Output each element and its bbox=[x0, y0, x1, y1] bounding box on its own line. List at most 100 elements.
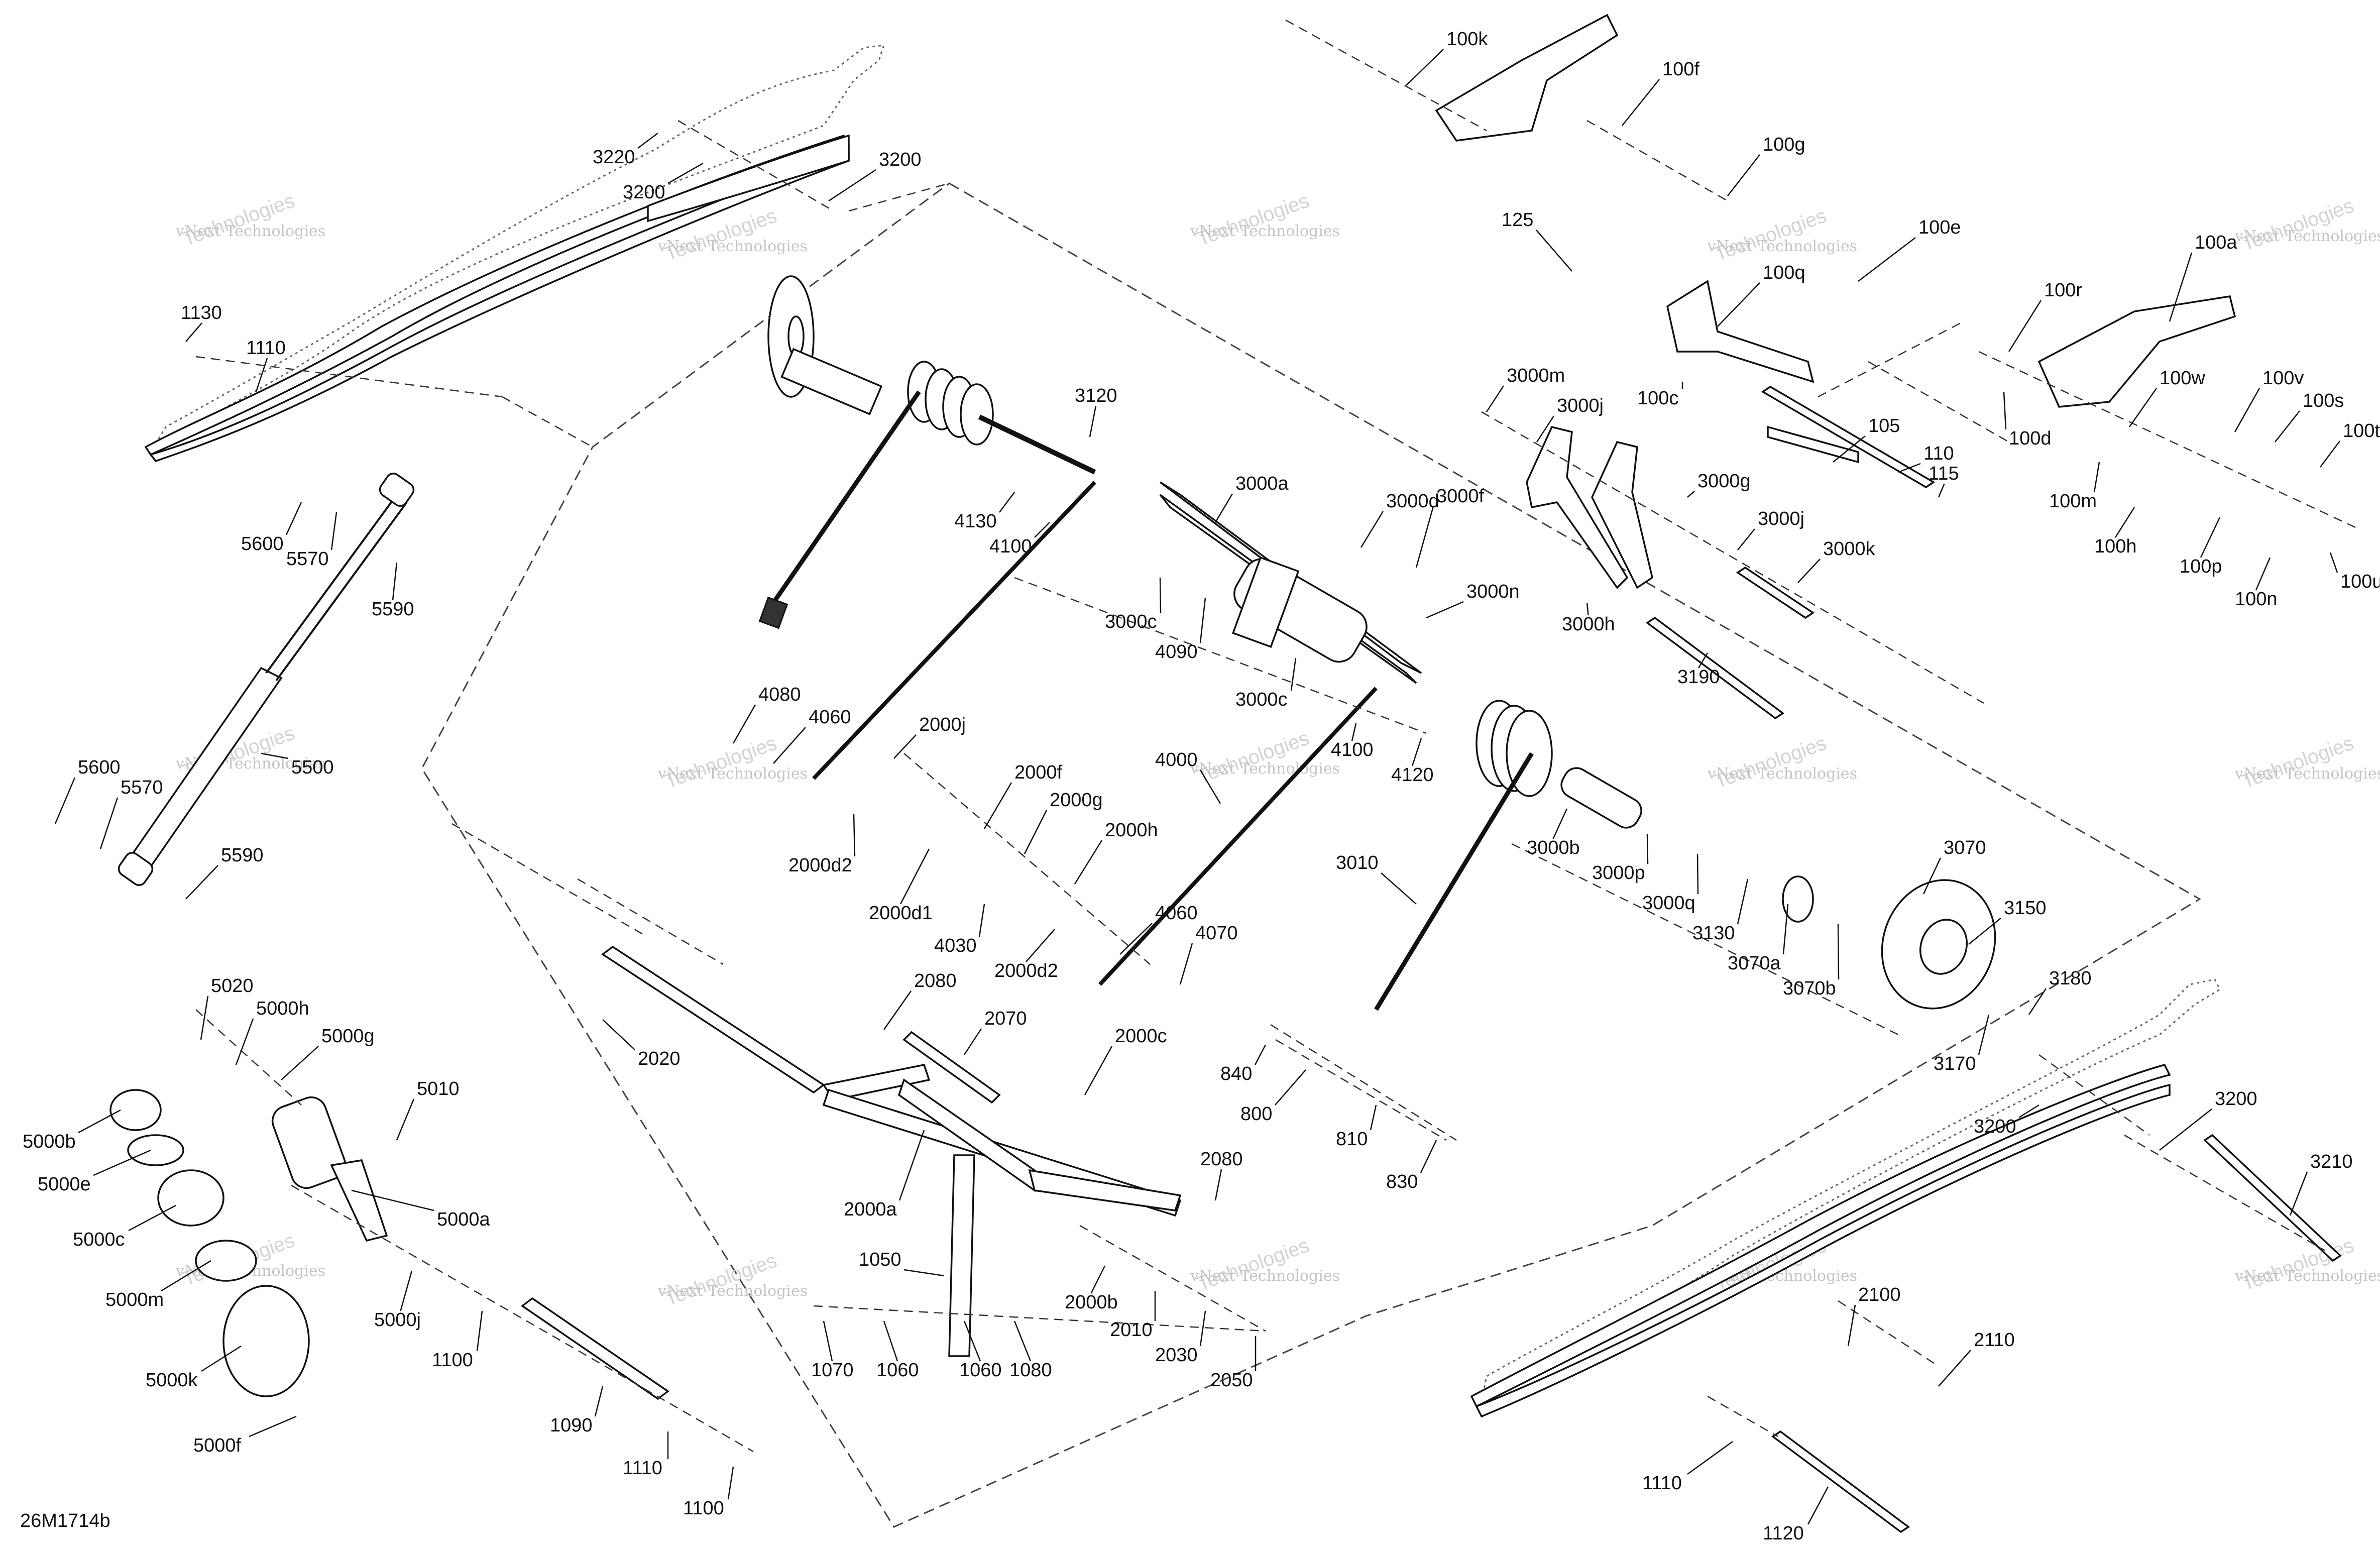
callout-label-3000g: 3000g bbox=[1697, 471, 1751, 492]
callout-leader-5000c bbox=[128, 1204, 176, 1232]
callout-label-3070a: 3070a bbox=[1728, 953, 1781, 974]
callout-label-4080: 4080 bbox=[758, 684, 801, 705]
callout-label-100c: 100c bbox=[1637, 388, 1678, 409]
watermark-big: Technologies bbox=[2239, 732, 2356, 793]
callout-leader-4100b bbox=[1351, 723, 1357, 741]
callout-leader-5000j bbox=[400, 1270, 413, 1311]
callout-leader-3010 bbox=[1381, 872, 1417, 905]
callout-leader-5010 bbox=[396, 1098, 415, 1141]
callout-label-100e: 100e bbox=[1918, 217, 1961, 238]
callout-leader-3220 bbox=[637, 133, 658, 149]
callout-label-830: 830 bbox=[1386, 1171, 1418, 1192]
callout-label-5500: 5500 bbox=[291, 757, 334, 778]
callout-leaders bbox=[54, 49, 2340, 1525]
callout-label-2080b: 2080 bbox=[1200, 1149, 1243, 1170]
callout-label-2000j: 2000j bbox=[919, 714, 966, 735]
callout-label-4030: 4030 bbox=[934, 935, 977, 956]
callout-leader-100e bbox=[1858, 237, 1916, 282]
callout-label-3070b: 3070b bbox=[1783, 978, 1836, 999]
callout-leader-3000m bbox=[1486, 385, 1505, 412]
callout-label-3000a: 3000a bbox=[1235, 473, 1289, 494]
callout-leader-110a bbox=[1898, 463, 1921, 473]
callout-label-1090: 1090 bbox=[550, 1415, 593, 1436]
callout-leader-4060a bbox=[773, 727, 806, 764]
callout-label-3170: 3170 bbox=[1934, 1053, 1976, 1074]
rear-arm-2000a bbox=[822, 1063, 1182, 1357]
callout-label-3190: 3190 bbox=[1677, 667, 1720, 688]
callout-label-5000e: 5000e bbox=[38, 1174, 91, 1195]
callout-label-100u: 100u bbox=[2340, 571, 2380, 592]
callout-leader-5600b bbox=[54, 777, 76, 824]
upper-brackets-100k-100a bbox=[1435, 14, 2236, 408]
callout-label-100g: 100g bbox=[1763, 134, 1805, 155]
callout-leader-4060b bbox=[1119, 923, 1153, 955]
callout-leader-3200c bbox=[2018, 1104, 2039, 1119]
callout-label-3010: 3010 bbox=[1336, 852, 1379, 873]
callout-label-100d: 100d bbox=[2009, 428, 2052, 449]
callout-label-3070: 3070 bbox=[1944, 837, 1986, 858]
callout-label-100n: 100n bbox=[2235, 589, 2278, 610]
shock-assembly-5000 bbox=[109, 1089, 388, 1397]
callout-leader-4120 bbox=[1411, 738, 1422, 766]
callout-leader-5000m bbox=[161, 1260, 211, 1292]
watermark-small: vNext Technologies bbox=[1707, 765, 1857, 783]
callout-leader-1070 bbox=[823, 1320, 833, 1362]
shock-absorber-5500 bbox=[118, 473, 415, 886]
callout-leader-5020 bbox=[200, 996, 209, 1040]
callout-leader-3000d bbox=[1360, 511, 1384, 548]
callout-leader-1080 bbox=[1013, 1320, 1032, 1362]
callout-label-4000: 4000 bbox=[1155, 749, 1198, 770]
callout-label-100v: 100v bbox=[2262, 368, 2304, 389]
callout-label-5000c: 5000c bbox=[73, 1229, 125, 1250]
callout-label-100k: 100k bbox=[1446, 29, 1488, 50]
callout-leader-5000k bbox=[201, 1345, 242, 1372]
callout-leader-1100b bbox=[727, 1466, 734, 1500]
callout-label-5010: 5010 bbox=[417, 1078, 460, 1099]
callout-label-3000q: 3000q bbox=[1642, 893, 1695, 914]
callout-leader-2000b bbox=[1090, 1265, 1106, 1294]
callout-leader-100s bbox=[2275, 410, 2300, 443]
watermark-small: vNext Technologies bbox=[175, 223, 325, 240]
callout-leader-5000g bbox=[281, 1046, 319, 1080]
watermark-big: Technologies bbox=[1194, 189, 1312, 250]
callout-leader-1090 bbox=[594, 1386, 604, 1417]
callout-label-2020: 2020 bbox=[638, 1048, 681, 1069]
callout-label-1060b: 1060 bbox=[959, 1360, 1002, 1381]
callout-label-2000b: 2000b bbox=[1065, 1292, 1118, 1313]
callout-leader-100q bbox=[1717, 282, 1760, 327]
watermark-big: Technologies bbox=[662, 732, 779, 793]
callout-label-4060b: 4060 bbox=[1155, 903, 1198, 924]
callout-label-4130: 4130 bbox=[954, 511, 997, 532]
callout-leader-100d bbox=[2003, 391, 2007, 430]
callout-leader-100a bbox=[2169, 252, 2193, 322]
callout-leader-1130 bbox=[185, 322, 202, 342]
callout-leader-2070 bbox=[963, 1028, 982, 1055]
callout-leader-100p bbox=[2200, 517, 2221, 558]
bracket-3000h bbox=[1526, 425, 1653, 589]
callout-leader-3190 bbox=[1697, 652, 1709, 669]
callout-leader-1050 bbox=[903, 1269, 945, 1277]
callout-label-2010: 2010 bbox=[1110, 1319, 1153, 1341]
callout-label-1080: 1080 bbox=[1009, 1360, 1052, 1381]
callout-leader-3000a bbox=[1214, 493, 1233, 523]
right-slide-rail bbox=[1470, 978, 2221, 1418]
watermark-small: vNext Technologies bbox=[2234, 228, 2380, 245]
callout-label-105: 105 bbox=[1868, 415, 1900, 436]
callout-leader-100r bbox=[2008, 300, 2042, 352]
callout-leader-3200a bbox=[667, 162, 704, 184]
callout-leader-1100a bbox=[476, 1310, 483, 1352]
callout-label-2000c: 2000c bbox=[1115, 1026, 1167, 1047]
callout-leader-100t bbox=[2320, 440, 2340, 468]
callout-leader-2030 bbox=[1199, 1310, 1206, 1347]
callout-leader-5000f bbox=[249, 1415, 297, 1438]
callout-label-100h: 100h bbox=[2094, 536, 2137, 557]
callout-label-3200a: 3200 bbox=[623, 182, 665, 203]
callout-leader-4090 bbox=[1199, 597, 1206, 643]
callout-leader-3000n bbox=[1426, 601, 1464, 619]
callout-leader-3000q bbox=[1696, 853, 1699, 895]
callout-label-2080a: 2080 bbox=[914, 970, 957, 991]
watermark-big: Technologies bbox=[662, 1249, 779, 1310]
callout-leader-2100 bbox=[1847, 1304, 1856, 1347]
